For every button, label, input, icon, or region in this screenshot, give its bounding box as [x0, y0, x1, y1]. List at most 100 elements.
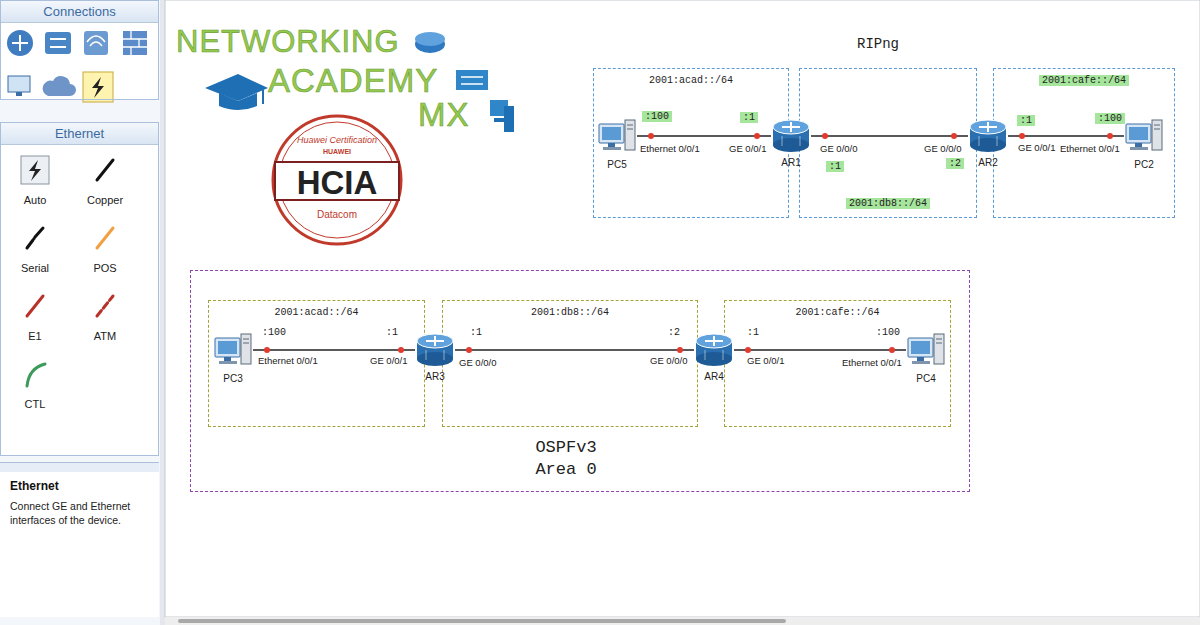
interface-label: GE 0/0/0 — [459, 357, 497, 368]
node-text: Auto — [24, 194, 47, 206]
ospf-area-region: OSPFv3 Area 0 2001:acad::/64PC3 2001:db8::… — [190, 270, 970, 492]
node-text: ATM — [94, 330, 116, 342]
cable-button: POS — [90, 223, 120, 253]
cable-button: ATM — [90, 291, 120, 321]
interface-label: GE 0/0/0 — [924, 143, 962, 154]
interface-label: Ethernet 0/0/1 — [258, 355, 318, 366]
cable-button: CTL — [20, 359, 50, 389]
router-icon — [771, 118, 811, 154]
interface-label: GE 0/0/1 — [747, 355, 785, 366]
interface-label: :100 — [642, 111, 672, 122]
node-text: 2001:acad::/64 — [594, 75, 788, 86]
node-text: Datacom — [270, 209, 404, 220]
ethernet-link — [734, 347, 906, 353]
tool-panel: EthernetAutoCopperSerialPOSE1ATMCTL — [0, 122, 159, 456]
router-icon — [415, 332, 455, 368]
cable-button: E1 — [20, 291, 50, 321]
cable-icon — [90, 291, 120, 321]
interface-label: Ethernet 0/0/1 — [842, 357, 902, 368]
interface-label: :1 — [747, 327, 759, 338]
node-text: Huawei Certification — [270, 135, 404, 145]
router-icon — [694, 332, 734, 368]
interface-label: :2 — [668, 327, 680, 338]
node-text: HCIA — [274, 161, 400, 201]
interface-label: :2 — [946, 158, 964, 169]
router-node: AR4 — [694, 332, 734, 368]
node-text: 2001:cafe::/64 — [725, 307, 950, 318]
certification-badge: Huawei CertificationHUAWEI HCIA Datacom — [270, 113, 404, 247]
interface-label: GE 0/0/0 — [820, 143, 858, 154]
cable-icon — [20, 223, 50, 253]
node-text: OSPFv3 Area 0 — [521, 437, 611, 481]
interface-label: GE 0/0/1 — [729, 143, 767, 154]
device-name: PC4 — [916, 373, 935, 384]
ethernet-link — [1008, 133, 1124, 139]
pc-icon — [906, 330, 946, 370]
interface-label: Ethernet 0/0/1 — [1060, 143, 1120, 154]
interface-label: GE 0/0/0 — [650, 355, 688, 366]
cable-button: Copper — [90, 155, 120, 185]
device-name: PC3 — [223, 373, 242, 384]
pc-icon — [597, 116, 637, 156]
device-name: AR3 — [425, 371, 444, 382]
interface-label: GE 0/0/1 — [1018, 142, 1056, 153]
pc-node: PC2 — [1124, 116, 1164, 156]
node-text: Ethernet — [1, 123, 158, 145]
ethernet-link — [253, 347, 415, 353]
interface-label: :100 — [876, 327, 900, 338]
interface-label: :1 — [1017, 115, 1035, 126]
pc-icon — [213, 330, 253, 370]
interface-label: :100 — [1095, 113, 1125, 124]
device-name: AR2 — [978, 157, 997, 168]
router-node: AR2 — [968, 118, 1008, 154]
device-name: PC2 — [1134, 159, 1153, 170]
node-text: 2001:cafe::/64 — [1039, 75, 1129, 86]
pc-node: PC3 — [213, 330, 253, 370]
pc-node: PC4 — [906, 330, 946, 370]
interface-label: GE 0/0/1 — [370, 355, 408, 366]
device-name: AR4 — [704, 371, 723, 382]
device-name: PC5 — [607, 159, 626, 170]
cable-button: Serial — [20, 223, 50, 253]
protocol-title: RIPng — [857, 36, 899, 52]
pc-node: PC5 — [597, 116, 637, 156]
interface-label: :1 — [470, 327, 482, 338]
device-name: AR1 — [781, 157, 800, 168]
tool-panel: Connections — [0, 0, 159, 100]
logo-text: ACADEMY — [268, 62, 438, 100]
node-text: 2001:acad::/64 — [209, 307, 424, 318]
interface-label: Ethernet 0/0/1 — [640, 143, 700, 154]
node-text: 2001:db8::/64 — [443, 307, 697, 318]
cable-icon — [20, 155, 50, 185]
ethernet-link — [637, 133, 771, 139]
pc-icon — [1124, 116, 1164, 156]
interface-label: :1 — [386, 327, 398, 338]
cable-button: Auto — [20, 155, 50, 185]
cable-icon — [90, 155, 120, 185]
logo-text: NETWORKING — [176, 24, 400, 60]
node-text: POS — [93, 262, 116, 274]
node-text: CTL — [25, 398, 46, 410]
ethernet-link — [455, 347, 694, 353]
description-box: EthernetConnect GE and Ethernet interfac… — [0, 462, 159, 617]
node-text: 2001:db8::/64 — [846, 198, 930, 209]
interface-label: :1 — [740, 112, 758, 123]
cable-icon — [90, 223, 120, 253]
node-text: Connect GE and Ethernet interfaces of th… — [10, 499, 150, 527]
cable-icon — [20, 359, 50, 389]
node-text: Connections — [1, 1, 158, 23]
node-text: Serial — [21, 262, 49, 274]
ethernet-link — [811, 133, 968, 139]
router-node: AR3 — [415, 332, 455, 368]
interface-label: :100 — [262, 327, 286, 338]
cable-icon — [20, 291, 50, 321]
interface-label: :1 — [826, 161, 844, 172]
router-icon — [968, 118, 1008, 154]
logo-text: MX — [418, 96, 470, 134]
node-text: Copper — [87, 194, 123, 206]
router-node: AR1 — [771, 118, 811, 154]
node-text: E1 — [28, 330, 41, 342]
node-text: HUAWEI — [270, 148, 404, 155]
node-text: Ethernet — [10, 479, 59, 493]
